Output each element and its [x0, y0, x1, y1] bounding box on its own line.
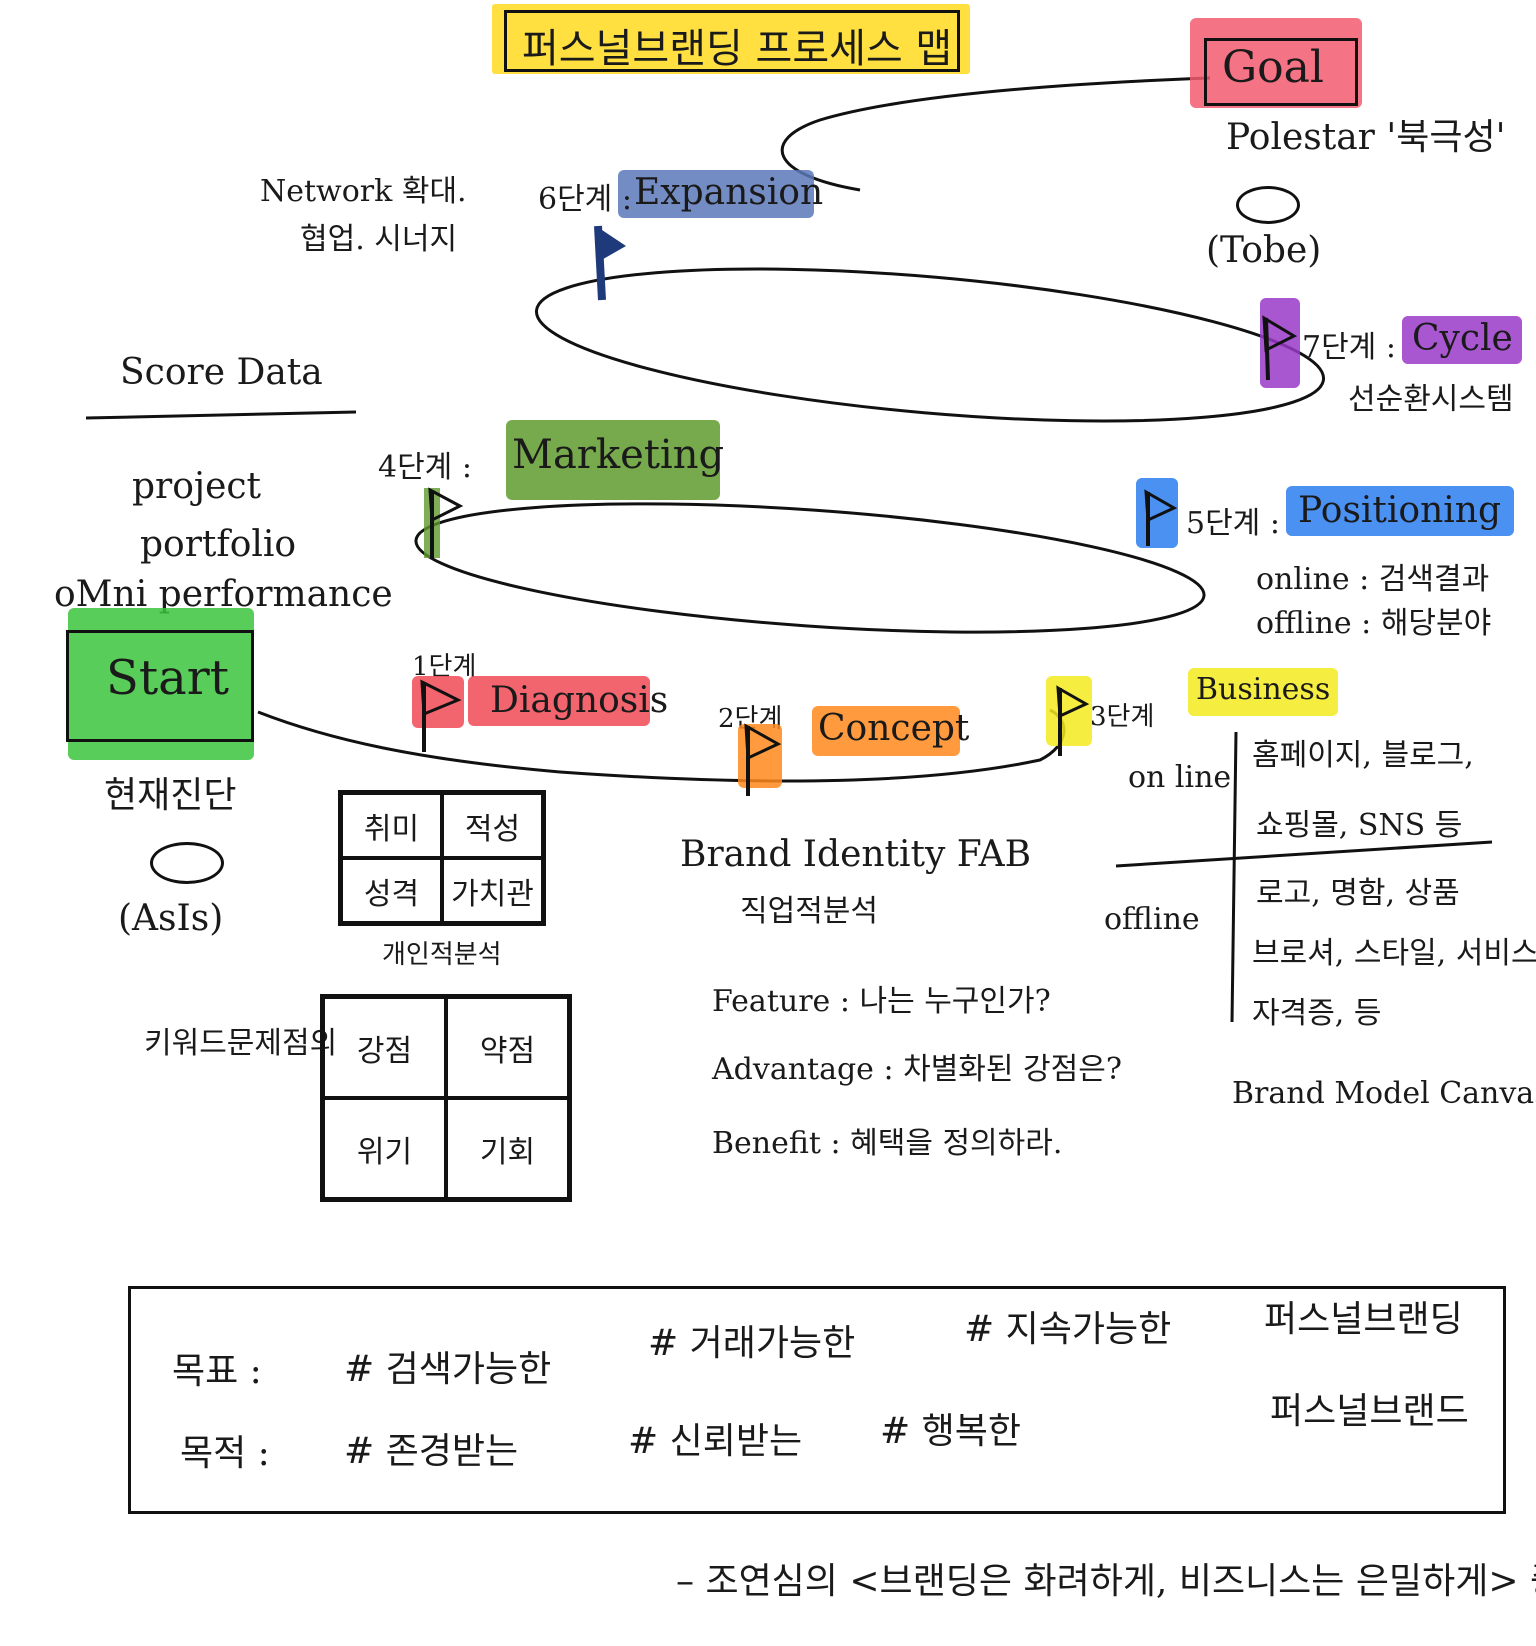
business-offline-item-3: 자격증, 등 — [1252, 996, 1382, 1031]
business-online-label: on line — [1128, 760, 1232, 795]
goal-highlight — [1190, 18, 1362, 108]
grid-cell-hobby: 취미 — [341, 793, 442, 858]
footer-quote: – 조연심의 <브랜딩은 화려하게, 비즈니스는 은밀하게> 중 — [676, 1561, 1536, 1602]
goal-tag-tradeable: # 거래가능한 — [648, 1323, 856, 1364]
personal-grid-caption: 개인적분석 — [382, 940, 502, 970]
positioning-highlight — [1286, 486, 1514, 536]
business-online-item-2: 쇼핑몰, SNS 등 — [1256, 808, 1463, 843]
stage2-name: Concept — [818, 708, 970, 749]
goal-tag-searchable: # 검색가능한 — [344, 1349, 552, 1390]
start-circle — [150, 842, 224, 884]
stage7-num: 7단계 : — [1302, 330, 1396, 365]
stage1-flag-icon — [420, 679, 462, 752]
swot-grid: 강점 약점 위기 기회 — [320, 994, 572, 1202]
goal-box — [1204, 38, 1358, 106]
stage7-name: Cycle — [1412, 318, 1513, 359]
stage3-num: 3단계 — [1090, 702, 1155, 732]
stage4-flag-icon — [424, 487, 464, 558]
stage4-num: 4단계 : — [378, 450, 472, 485]
fab-benefit: Benefit : 혜택을 정의하라. — [712, 1126, 1063, 1161]
stage6-name: Expansion — [634, 172, 824, 213]
stage7-flag-icon — [1262, 315, 1298, 381]
goal-tag-sustainable: # 지속가능한 — [964, 1309, 1172, 1350]
fab-advantage: Advantage : 차별화된 강점은? — [712, 1052, 1122, 1087]
diagnosis-highlight — [468, 676, 650, 726]
expansion-note-1: Network 확대. — [260, 174, 467, 209]
brand-identity-fab: Brand Identity FAB — [680, 834, 1032, 875]
job-analysis: 직업적분석 — [740, 894, 878, 929]
purpose-tag-respected: # 존경받는 — [344, 1431, 519, 1472]
positioning-flag-highlight — [1136, 478, 1178, 548]
title-box — [504, 10, 960, 72]
swot-strength: 강점 — [323, 997, 446, 1098]
swot-threat: 위기 — [323, 1098, 446, 1199]
purpose-row-label: 목적 : — [180, 1433, 270, 1474]
positioning-note-online: online : 검색결과 — [1256, 562, 1490, 597]
start-box — [66, 630, 254, 742]
grid-cell-aptitude: 적성 — [442, 793, 543, 858]
expansion-note-2: 협업. 시너지 — [300, 222, 458, 257]
business-online-item-1: 홈페이지, 블로그, — [1252, 738, 1474, 773]
goal-label: Goal — [1222, 42, 1324, 93]
polestar-label: Polestar '북극성' — [1226, 117, 1506, 158]
score-data-heading: Score Data — [120, 352, 323, 393]
swot-weakness: 약점 — [446, 997, 569, 1098]
stage2-flag-icon — [738, 723, 782, 796]
fab-feature: Feature : 나는 누구인가? — [712, 984, 1051, 1019]
cycle-note: 선순환시스템 — [1348, 382, 1514, 417]
asis-label: (AsIs) — [118, 898, 224, 939]
business-highlight — [1188, 668, 1338, 716]
goal-circle — [1236, 186, 1300, 224]
grid-cell-personality: 성격 — [341, 858, 442, 923]
stage6-flag-icon — [594, 225, 626, 301]
stage3-flag-icon — [1056, 685, 1090, 756]
business-offline-item-2: 브로셔, 스타일, 서비스 — [1252, 936, 1536, 971]
brand-model-canvas: Brand Model Canvas — [1232, 1076, 1536, 1111]
stage5-name: Positioning — [1298, 490, 1502, 531]
title-highlight — [492, 4, 970, 74]
grid-cell-values: 가치관 — [442, 858, 543, 923]
start-label: Start — [106, 650, 230, 706]
personal-analysis-grid: 취미 적성 성격 가치관 — [338, 790, 546, 926]
goals-box — [128, 1286, 1506, 1514]
page-title: 퍼스널브랜딩 프로세스 맵 — [522, 26, 953, 72]
business-offline-label: offline — [1104, 902, 1200, 937]
stage4-name: Marketing — [512, 432, 725, 478]
marketing-highlight — [506, 420, 720, 500]
stage1-name: Diagnosis — [490, 680, 669, 721]
goals-right-personal-branding: 퍼스널브랜딩 — [1264, 1299, 1463, 1340]
stage5-flag-icon — [1144, 489, 1178, 546]
swot-label: 키워드문제점의 — [144, 1026, 338, 1061]
goals-right-personal-brand: 퍼스널브랜드 — [1270, 1391, 1469, 1432]
start-highlight — [68, 608, 254, 760]
swot-opportunity: 기회 — [446, 1098, 569, 1199]
score-item-portfolio: portfolio — [140, 524, 297, 565]
tobe-label: (Tobe) — [1206, 230, 1322, 271]
stage6-num: 6단계 : — [538, 182, 632, 217]
purpose-tag-happy: # 행복한 — [880, 1411, 1021, 1452]
start-sub: 현재진단 — [104, 775, 237, 816]
concept-highlight — [812, 706, 960, 756]
cycle-name-highlight — [1402, 316, 1522, 364]
goal-row-label: 목표 : — [172, 1351, 262, 1392]
score-item-project: project — [132, 466, 262, 507]
stage5-num: 5단계 : — [1186, 506, 1280, 541]
expansion-highlight — [618, 170, 814, 218]
stage3-name: Business — [1196, 672, 1331, 707]
business-offline-item-1: 로고, 명함, 상품 — [1256, 876, 1460, 911]
positioning-note-offline: offline : 해당분야 — [1256, 606, 1492, 641]
purpose-tag-trusted: # 신뢰받는 — [628, 1421, 803, 1462]
